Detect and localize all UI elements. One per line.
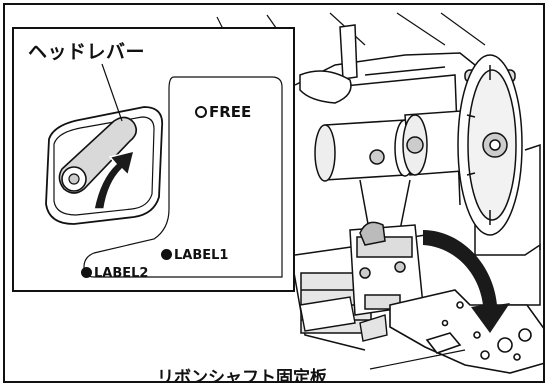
- free-position-label: FREE: [195, 103, 251, 121]
- free-text: FREE: [209, 103, 252, 121]
- diagram-frame: ヘッドレバー FREE LABEL1 LABEL2 リボンシャフト固定板: [3, 3, 545, 383]
- open-circle-icon: [195, 106, 207, 118]
- label1-text: LABEL1: [174, 248, 229, 263]
- label2-position-label: LABEL2: [81, 266, 148, 281]
- filled-circle-icon: [161, 249, 172, 260]
- label2-text: LABEL2: [94, 266, 149, 281]
- head-lever-inset: [12, 27, 295, 292]
- ribbon-shaft-plate-label: リボンシャフト固定板: [153, 363, 331, 381]
- plate-leader-line: [369, 349, 466, 370]
- head-lever-illustration: [45, 63, 283, 278]
- head-lever-label: ヘッドレバー: [28, 41, 146, 63]
- label1-position-label: LABEL1: [161, 248, 228, 263]
- printer-illustration: [216, 12, 543, 374]
- lever-panel-outline: [83, 76, 283, 278]
- plate-rotation-arrow: [423, 230, 510, 333]
- lever-rotation-arrow: [93, 149, 136, 210]
- filled-circle-icon: [81, 267, 92, 278]
- ribbon-rollers: [314, 109, 476, 236]
- lower-bracket: [299, 296, 388, 342]
- supply-reel: [457, 54, 523, 236]
- head-lever-leader: [101, 63, 123, 122]
